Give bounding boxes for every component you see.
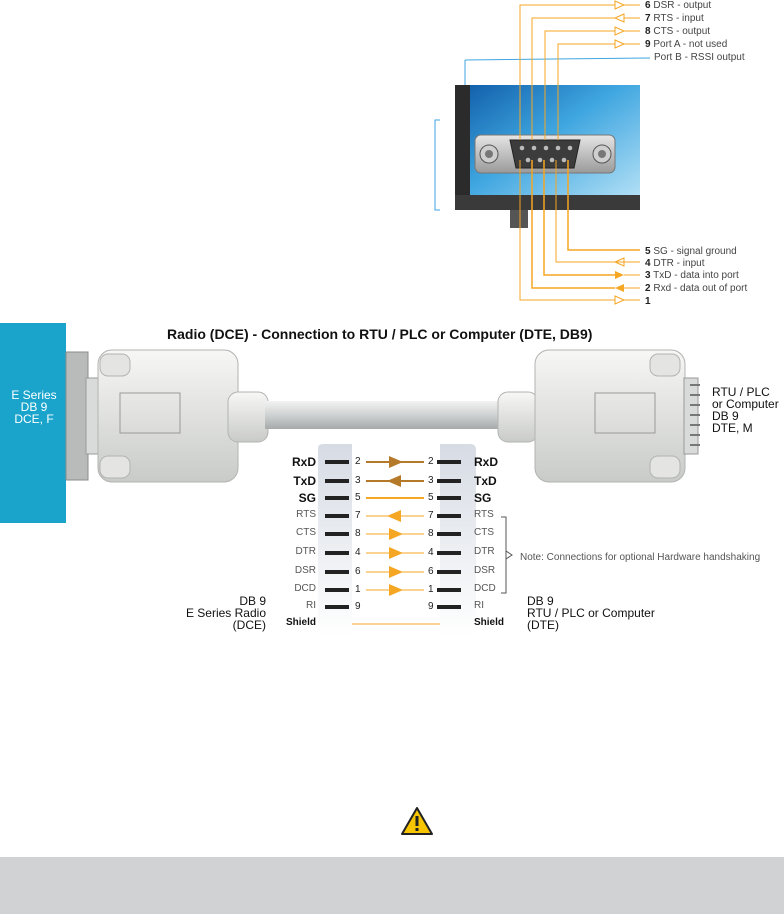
right-caption-db9: DB 9 [527,594,554,608]
right-pin-number: 5 [428,492,434,503]
left-signal-label: RxD [291,455,316,469]
wire-rts [325,510,461,522]
right-signal-label: Shield [474,617,505,628]
right-pin-number: 8 [428,528,434,539]
db9-port-illustration [434,0,651,305]
left-signal-label: CTS [296,527,316,538]
e-series-label: E Series [11,388,57,402]
left-caption: DB 9 E Series Radio (DCE) [151,595,266,631]
left-pin-number: 7 [355,510,361,521]
left-signal-label: Shield [285,617,316,628]
right-pin-number: 3 [428,475,434,486]
wire-dsr [325,566,461,578]
db9-right-label: DB 9 [712,409,739,423]
wire-cts [325,528,461,540]
left-pin-number: 2 [355,456,361,467]
right-pin-number: 6 [428,566,434,577]
right-pin-number: 9 [428,601,434,612]
right-pin-number: 7 [428,510,434,521]
right-pin-number: 4 [428,547,434,558]
dte-m-label: DTE, M [712,421,753,435]
left-signal-label: RI [306,600,316,611]
left-signal-label: DSR [294,565,316,576]
rtu-plc-label: RTU / PLC [712,385,770,399]
left-signal-label: SG [298,491,316,505]
right-caption: DB 9 RTU / PLC or Computer (DTE) [527,595,655,631]
or-computer-label: or Computer [712,397,779,411]
e-series-connector-label: E Series DB 9 DCE, F [6,389,62,425]
right-signal-label: DSR [474,565,496,576]
handshake-bracket [501,516,513,594]
right-caption-rtu: RTU / PLC or Computer [527,606,655,620]
left-caption-db9: DB 9 [239,594,266,608]
warning-triangle-icon [401,807,433,835]
bottom-pin-5: 5 SG - signal ground [645,246,737,257]
bottom-pin-3: 3 TxD - data into port [645,270,739,281]
bottom-pin-4: 4 DTR - input [645,258,705,269]
right-signal-label: RI [474,600,484,611]
right-pin-number: 2 [428,456,434,467]
top-pin-8: 8 CTS - output [645,26,711,37]
left-signal-label: RTS [296,509,316,520]
top-pin-7: 7 RTS - input [645,13,704,24]
wire-dtr [325,547,461,559]
dce-f-label: DCE, F [14,412,54,426]
left-pin-number: 6 [355,566,361,577]
diagram-title: Radio (DCE) - Connection to RTU / PLC or… [167,326,593,342]
right-pin-number: 1 [428,584,434,595]
left-signal-label: DTR [295,546,316,557]
left-pin-number: 9 [355,601,361,612]
right-signal-label: DCD [474,583,496,594]
page-footer-bar [0,857,784,914]
serial-cable-illustration [65,349,700,483]
right-signal-label: TxD [474,474,497,488]
left-signal-label: DCD [294,583,316,594]
right-signal-label: DTR [474,546,495,557]
right-signal-label: RTS [474,509,494,520]
wire-sg [325,496,461,500]
handshake-note: Note: Connections for optional Hardware … [520,552,761,563]
left-pin-number: 3 [355,475,361,486]
top-pin-9: 9 Port A - not used [645,39,728,50]
left-pin-number: 5 [355,492,361,503]
bottom-pin-2: 2 Rxd - data out of port [645,283,748,294]
wire-rxd [325,456,461,468]
left-pin-number: 8 [355,528,361,539]
top-pin-6: 6 DSR - output [645,0,712,11]
right-caption-dte: (DTE) [527,618,559,632]
e-series-connector-tab: E Series DB 9 DCE, F [0,323,66,523]
wire-ri [325,605,461,609]
right-signal-label: SG [474,491,492,505]
right-signal-label: CTS [474,527,494,538]
shield-wire [352,623,440,625]
top-pin-port-b: Port B - RSSI output [654,52,745,63]
bottom-pin-1: 1 [645,296,651,307]
rtu-connector-label: RTU / PLC or Computer DB 9 DTE, M [712,386,779,434]
right-signal-label: RxD [474,455,499,469]
wire-txd [325,475,461,487]
left-pin-number: 4 [355,547,361,558]
left-pin-number: 1 [355,584,361,595]
left-signal-label: TxD [293,474,316,488]
db9-label: DB 9 [20,400,48,414]
left-caption-radio: E Series Radio [185,606,266,620]
wire-dcd [325,584,461,596]
left-caption-dce: (DCE) [232,618,266,632]
